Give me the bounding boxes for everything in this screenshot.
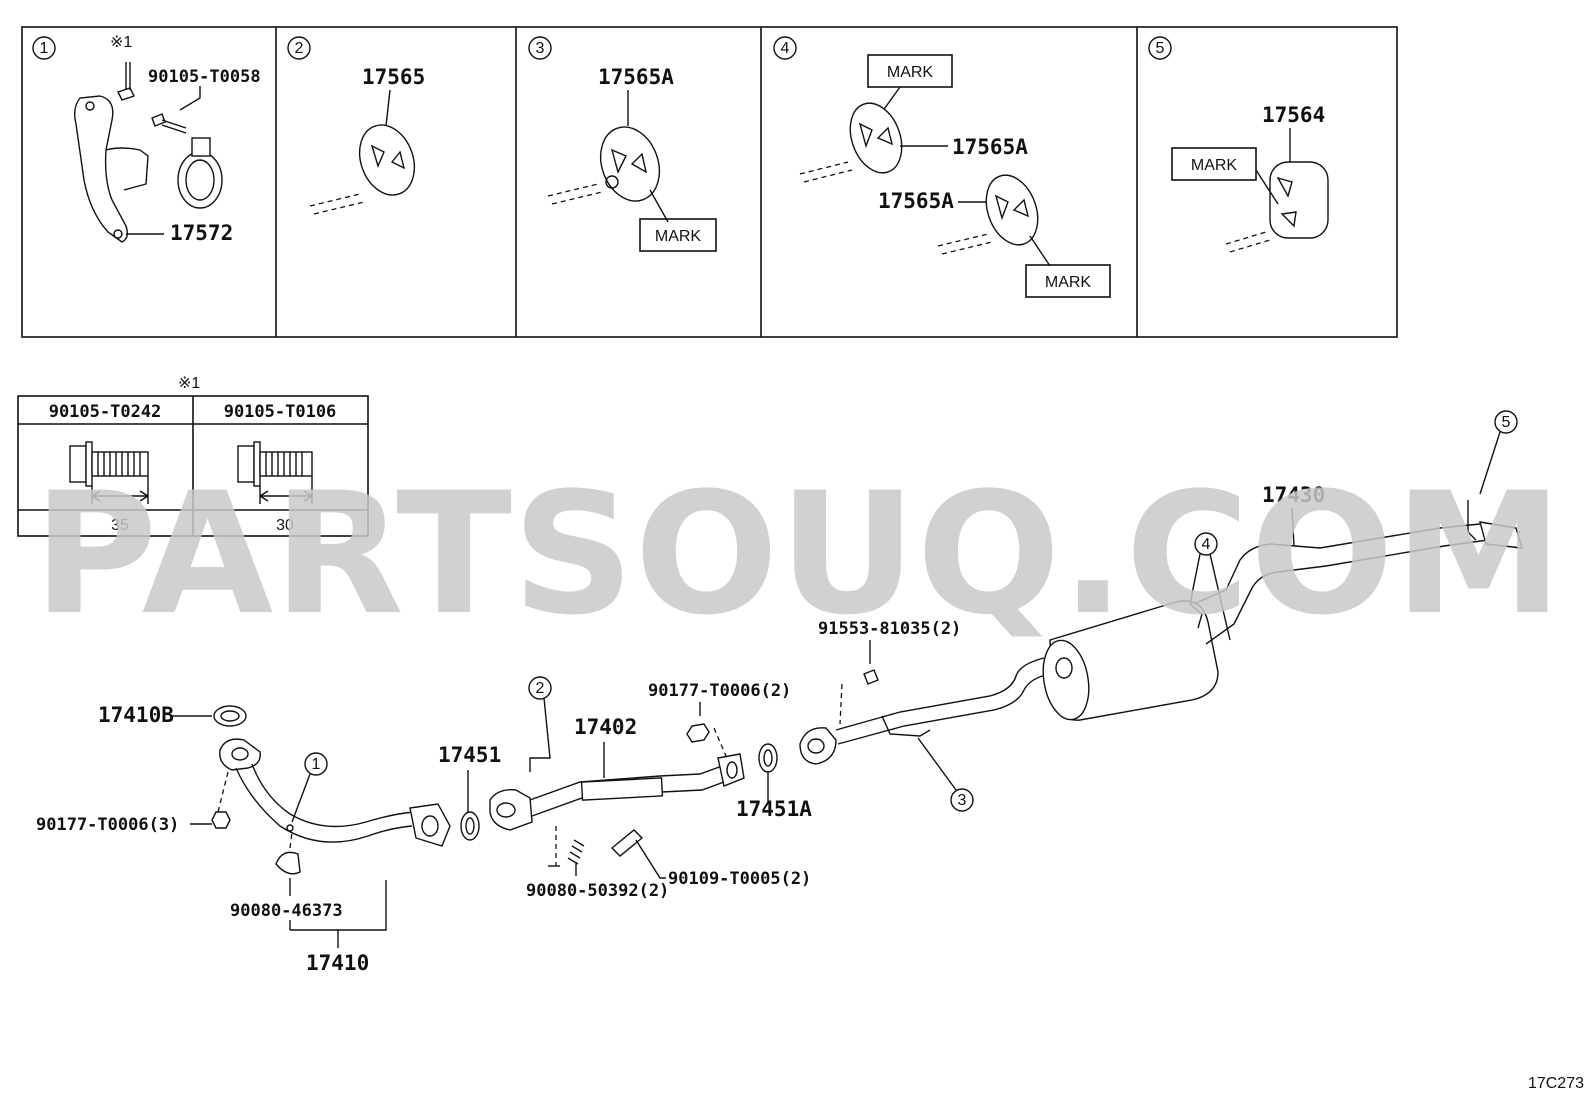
- part-90177-T0006-3: 90177-T0006(3): [36, 815, 179, 835]
- tail-pipe-17430: 91553-81035(2) 3 5 4 17430: [799, 410, 1523, 812]
- bolt-length-table: ※1 90105-T0242 90105-T0106 35 30: [17, 375, 369, 537]
- part-17572: 17572: [170, 221, 233, 245]
- gasket-17451A: 17451A: [736, 743, 812, 821]
- bolt-table-note: ※1: [178, 375, 200, 392]
- part-90177-T0006-2: 90177-T0006(2): [648, 681, 791, 701]
- panel-3: 3 17565A MARK: [528, 36, 717, 252]
- panel-1: 1 ※1 90105-T0058 17572: [32, 34, 261, 245]
- part-17565A: 17565A: [598, 65, 674, 89]
- panel-5: 5 17564 MARK: [1148, 36, 1329, 253]
- part-17451: 17451: [438, 743, 501, 767]
- bolt-length-1: 35: [111, 517, 129, 534]
- panel-number: 4: [781, 40, 790, 57]
- part-17565A: 17565A: [952, 135, 1028, 159]
- part-17565: 17565: [362, 65, 425, 89]
- part-91553-81035-2: 91553-81035(2): [818, 619, 961, 639]
- part-17410: 17410: [306, 951, 369, 975]
- circle-ref-4: 4: [1202, 536, 1211, 553]
- circle-ref-3: 3: [958, 792, 967, 809]
- part-17402: 17402: [574, 715, 637, 739]
- mark-label: MARK: [655, 228, 702, 245]
- part-17564: 17564: [1262, 103, 1325, 127]
- mark-label: MARK: [1045, 274, 1092, 291]
- part-90080-46373: 90080-46373: [230, 901, 343, 921]
- panel-number: 5: [1156, 40, 1165, 57]
- gasket-17451: 17451: [438, 743, 501, 841]
- mark-label: MARK: [1191, 157, 1238, 174]
- center-pipe-17402: 2 17402 90080-50392(2) 90109-T0005(2) 90…: [489, 676, 811, 901]
- part-90080-50392: 90080-50392(2): [526, 881, 669, 901]
- front-pipe-17410: 17410B 1 90177-T0006(3) 90080-46373 1741…: [36, 703, 451, 975]
- circle-ref-2: 2: [536, 680, 545, 697]
- circle-ref-5: 5: [1502, 414, 1511, 431]
- circle-ref-1: 1: [312, 756, 321, 773]
- panel-number: 1: [40, 40, 49, 57]
- panel-number: 3: [536, 40, 545, 57]
- bolt-part-1: 90105-T0242: [49, 402, 162, 422]
- note-mark: ※1: [110, 34, 132, 51]
- bolt-length-2: 30: [276, 517, 294, 534]
- mark-label: MARK: [887, 64, 934, 81]
- part-90105-T0058: 90105-T0058: [148, 67, 261, 87]
- diagram-code: 17C273: [1528, 1075, 1584, 1092]
- part-17451A: 17451A: [736, 797, 812, 821]
- bolt-part-2: 90105-T0106: [224, 402, 337, 422]
- part-17410B: 17410B: [98, 703, 174, 727]
- part-17430: 17430: [1262, 483, 1325, 507]
- part-90109-T0005-2: 90109-T0005(2): [668, 869, 811, 889]
- watermark: PARTSOUQ.COM: [33, 456, 1563, 652]
- detail-panels: [21, 26, 1398, 338]
- panel-2: 2 17565: [287, 36, 425, 215]
- panel-4: 4 MARK 17565A 17565A MARK: [773, 36, 1111, 298]
- panel-number: 2: [295, 40, 304, 57]
- part-17565A: 17565A: [878, 189, 954, 213]
